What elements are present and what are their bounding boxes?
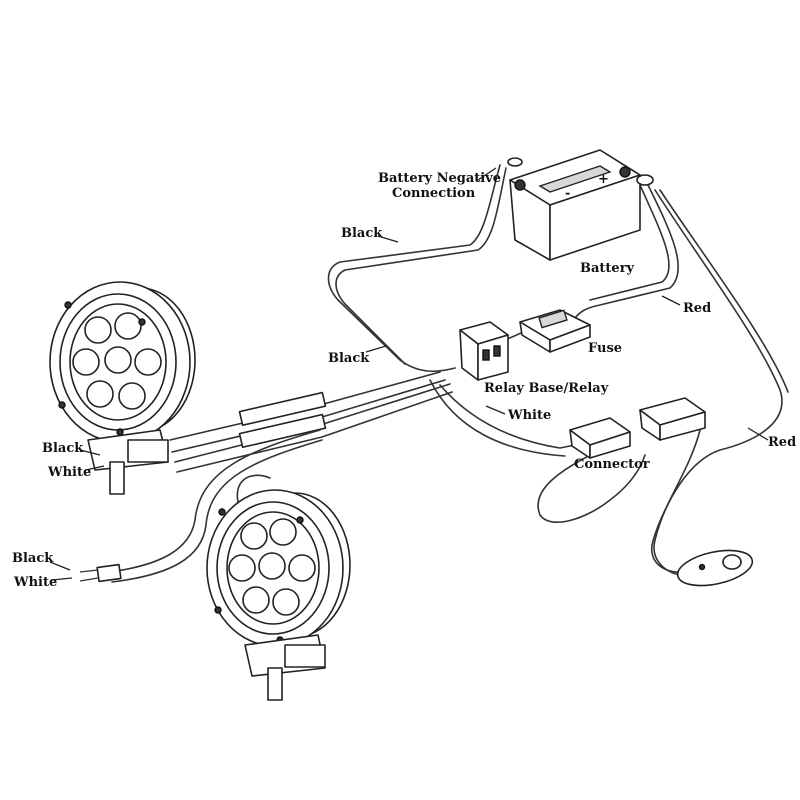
labels: Battery Negative Connection Black Batter…	[12, 171, 796, 590]
wire-relay-connector	[439, 384, 576, 449]
ring-terminal-positive	[636, 174, 654, 186]
fuse-holder	[519, 309, 591, 353]
wire-connector-loop	[537, 449, 646, 523]
battery-negative-terminal	[514, 179, 526, 191]
label-fuse: Fuse	[588, 341, 622, 356]
switch	[676, 549, 754, 587]
label-connector: Connector	[574, 457, 650, 472]
loose-end-sheath	[96, 563, 122, 583]
wire-loose-end-tips	[79, 569, 99, 582]
wire-switch-lead	[651, 429, 701, 574]
wire-red-battery-fuse-2	[589, 184, 670, 301]
wire-red-battery-fuse	[574, 184, 679, 319]
connector	[569, 397, 706, 459]
wire-red-switch-2	[659, 189, 789, 393]
wire-loom-lower-2	[176, 391, 453, 473]
leader-lines	[49, 167, 769, 581]
label-black-top: Black	[341, 226, 383, 241]
work-light-lower	[206, 489, 351, 701]
label-black-lamp: Black	[42, 441, 84, 456]
label-white-mid: White	[507, 408, 551, 423]
label-red-right: Red	[768, 435, 796, 450]
work-light-upper	[49, 281, 196, 495]
wire-black-ground-2	[335, 167, 507, 365]
label-black-mid: Black	[328, 351, 370, 366]
label-white-end: White	[13, 575, 57, 590]
label-relay: Relay Base/Relay	[484, 381, 609, 396]
wires	[79, 164, 789, 583]
label-white-lamp: White	[47, 465, 91, 480]
label-red-top: Red	[683, 301, 711, 316]
label-black-end: Black	[12, 551, 54, 566]
relay	[459, 321, 509, 381]
battery: - +	[507, 149, 654, 261]
wire-black-ground	[327, 164, 501, 372]
label-battery: Battery	[580, 261, 635, 276]
loom-sheath-1	[238, 391, 327, 427]
ring-terminal-negative	[507, 157, 523, 167]
label-battery-negative: Battery Negative	[378, 171, 501, 186]
battery-plus-mark: +	[598, 172, 609, 187]
wire-lower-lamp-feed	[109, 429, 321, 573]
wire-lower-lamp-feed-2	[111, 439, 323, 583]
battery-minus-mark: -	[565, 186, 570, 201]
wire-loom-upper-2	[171, 379, 446, 453]
label-connection: Connection	[392, 186, 476, 201]
wire-red-switch	[653, 189, 783, 576]
loom-sheath-2	[238, 413, 327, 449]
battery-positive-terminal	[619, 166, 631, 178]
